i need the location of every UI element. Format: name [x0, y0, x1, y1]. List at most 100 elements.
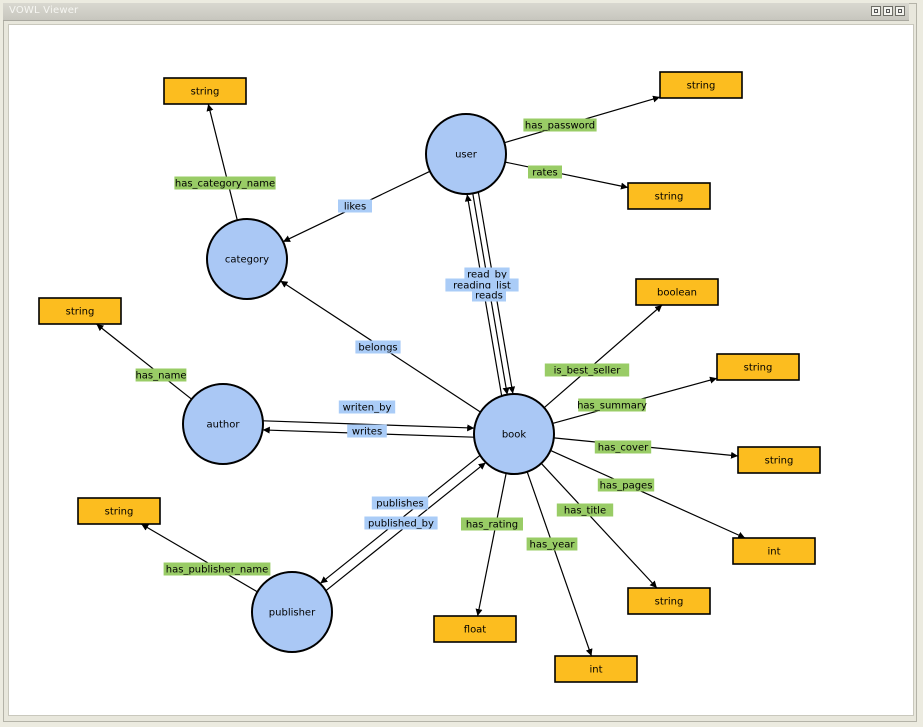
edge-label-text: has_category_name — [175, 179, 275, 190]
edge-label-has_pages[interactable]: has_pages — [597, 478, 655, 492]
node-label: string — [66, 307, 95, 318]
edge-label-has_name[interactable]: has_name — [135, 368, 187, 382]
literal-box — [163, 77, 247, 105]
edge-label-bg — [347, 424, 387, 438]
class-circle — [473, 393, 555, 475]
edge-label-has_category_name[interactable]: has_category_name — [174, 176, 276, 190]
literal-box — [627, 587, 711, 615]
edge-label-text: is_best_seller — [554, 366, 622, 377]
literal-node-lit-category-name[interactable]: string — [163, 77, 247, 105]
edge-label-likes[interactable]: likes — [338, 199, 372, 213]
edge-label-text: read_by — [467, 270, 507, 281]
class-node-publisher[interactable]: publisher — [251, 571, 333, 653]
edge-label-belongs[interactable]: belongs — [355, 340, 401, 354]
edge-label-read_by[interactable]: read_by — [464, 267, 510, 281]
edge-label-bg — [464, 267, 510, 281]
node-label: category — [225, 255, 269, 266]
class-circle — [206, 218, 288, 300]
edge-label-bg — [594, 440, 652, 454]
edge-has_title[interactable] — [540, 462, 658, 589]
edge-label-bg — [544, 363, 630, 377]
edge-label-published_by[interactable]: published_by — [364, 516, 438, 530]
node-label: boolean — [657, 288, 697, 299]
literal-node-lit-year[interactable]: int — [554, 655, 638, 683]
literal-box — [659, 71, 743, 99]
edge-has_category_name[interactable] — [206, 103, 238, 221]
edge-label-bg — [556, 503, 614, 517]
class-node-category[interactable]: category — [206, 218, 288, 300]
window-controls — [871, 6, 905, 16]
literal-node-lit-rating[interactable]: float — [433, 615, 517, 643]
edge-label-bg — [174, 176, 276, 190]
edge-label-writen_by[interactable]: writen_by — [338, 400, 396, 414]
edge-label-bg — [528, 165, 562, 179]
edge-writes[interactable] — [263, 420, 475, 432]
edge-label-rates[interactable]: rates — [528, 165, 562, 179]
edge-has_publisher_name[interactable] — [140, 523, 258, 593]
literal-node-lit-author-name[interactable]: string — [38, 297, 122, 325]
edge-label-reads[interactable]: reads — [472, 288, 506, 302]
literal-node-lit-rates[interactable]: string — [627, 182, 711, 210]
literal-node-lit-pages[interactable]: int — [732, 537, 816, 565]
edge-label-has_year[interactable]: has_year — [526, 537, 578, 551]
edge-has_year[interactable] — [526, 471, 593, 657]
edge-label-writes[interactable]: writes — [347, 424, 387, 438]
edge-has_rating[interactable] — [475, 473, 507, 617]
edge-label-publishes[interactable]: publishes — [371, 496, 429, 510]
window-title: VOWL Viewer — [9, 5, 79, 16]
edge-label-text: published_by — [368, 519, 434, 530]
edge-label-bg — [597, 478, 655, 492]
node-label: string — [191, 87, 220, 98]
literal-box — [627, 182, 711, 210]
edge-label-bg — [472, 288, 506, 302]
class-circle — [425, 113, 507, 195]
edge-label-bg — [445, 278, 519, 292]
literal-node-lit-cover[interactable]: string — [737, 446, 821, 474]
edge-has_pages[interactable] — [550, 449, 746, 539]
title-bar[interactable]: VOWL Viewer — [3, 3, 909, 21]
literal-node-lit-password[interactable]: string — [659, 71, 743, 99]
node-label: string — [655, 192, 684, 203]
class-node-book[interactable]: book — [473, 393, 555, 475]
literal-box — [38, 297, 122, 325]
edge-label-text: reading_list — [453, 281, 511, 292]
edge-label-text: has_year — [530, 540, 576, 551]
literal-node-lit-title[interactable]: string — [627, 587, 711, 615]
minimize-icon[interactable] — [871, 6, 881, 16]
node-label: publisher — [269, 608, 316, 619]
edge-label-is_best_seller[interactable]: is_best_seller — [544, 363, 630, 377]
restore-icon[interactable] — [883, 6, 893, 16]
edge-label-bg — [355, 340, 401, 354]
node-label: string — [655, 597, 684, 608]
edge-label-has_rating[interactable]: has_rating — [461, 517, 523, 531]
edge-label-reading_list[interactable]: reading_list — [445, 278, 519, 292]
edge-label-has_cover[interactable]: has_cover — [594, 440, 652, 454]
close-icon[interactable] — [895, 6, 905, 16]
edge-label-text: likes — [344, 202, 366, 213]
node-label: string — [687, 81, 716, 92]
edge-label-text: belongs — [358, 343, 397, 354]
edge-is_best_seller[interactable] — [543, 304, 663, 409]
edge-label-has_publisher_name[interactable]: has_publisher_name — [163, 562, 271, 576]
literal-box — [716, 353, 800, 381]
node-label: string — [105, 507, 134, 518]
edge-label-text: rates — [532, 168, 558, 179]
edge-has_name[interactable] — [96, 323, 192, 400]
edge-label-text: has_cover — [598, 443, 649, 454]
edge-rates[interactable] — [505, 161, 629, 190]
edge-label-text: publishes — [376, 499, 424, 510]
class-node-author[interactable]: author — [182, 383, 264, 465]
edge-label-text: has_rating — [466, 520, 518, 531]
edge-label-has_password[interactable]: has_password — [523, 118, 597, 132]
literal-node-lit-best-seller[interactable]: boolean — [635, 278, 719, 306]
literal-node-lit-publisher-name[interactable]: string — [77, 497, 161, 525]
class-node-user[interactable]: user — [425, 113, 507, 195]
edge-label-bg — [135, 368, 187, 382]
edge-label-has_title[interactable]: has_title — [556, 503, 614, 517]
edge-label-bg — [526, 537, 578, 551]
literal-node-lit-summary[interactable]: string — [716, 353, 800, 381]
edge-label-has_summary[interactable]: has_summary — [577, 398, 647, 412]
edge-label-bg — [371, 496, 429, 510]
node-label: int — [589, 665, 602, 676]
